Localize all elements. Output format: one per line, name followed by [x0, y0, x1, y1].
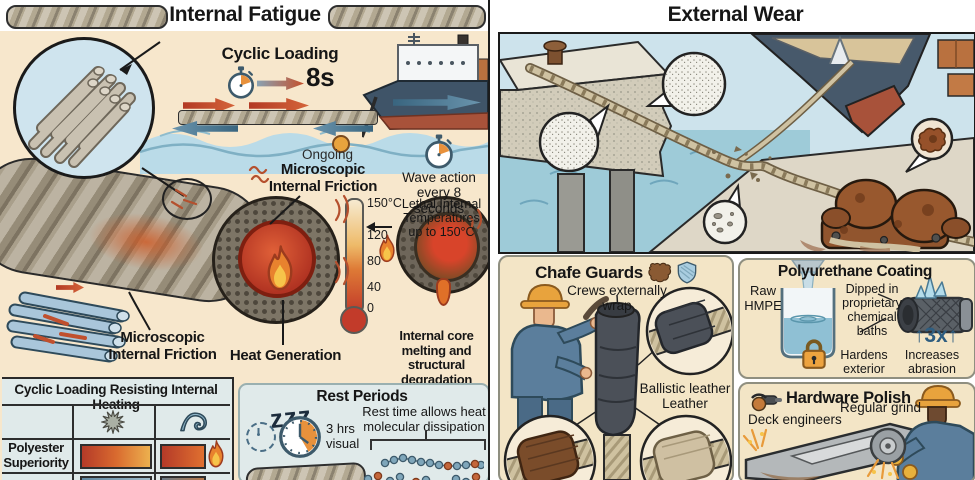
clock-icon — [278, 415, 322, 459]
heating-table-title: Cyclic Loading Resisting Internal Heatin… — [14, 382, 218, 413]
thermo-tick-120: 120 — [367, 228, 388, 242]
core-melting-label: Internal core melting and structural deg… — [399, 328, 474, 388]
heat-bar-wave — [160, 444, 206, 469]
flame-icon — [205, 440, 227, 469]
fiber-magnifier-circle — [13, 37, 155, 179]
rest-duration-label: 3 hrs visual — [326, 421, 360, 451]
friction-top-label: Microscopic Internal Friction — [268, 161, 378, 195]
table-row-label: Polyester Superiority — [3, 440, 69, 470]
rope-banner-left — [6, 5, 168, 29]
table-hline-3 — [2, 472, 230, 474]
multiplier-label: ↑3x↑ — [913, 324, 959, 347]
magnifier-circle-icon — [645, 51, 727, 117]
dashed-clock-icon — [246, 422, 276, 452]
molecule-chain-icon — [380, 453, 484, 471]
crystal-icon — [915, 275, 947, 299]
fiber-slip-arrow — [56, 282, 84, 293]
rope-banner-right — [328, 5, 486, 29]
chafe-guards-header: Chafe Guards — [500, 261, 732, 284]
hardware-polish-card: Hardware Polish Deck engineers Regular g… — [738, 382, 975, 480]
thermo-tick-150: 150°C — [367, 196, 402, 210]
magnifier-circle-icon — [702, 182, 748, 245]
table-hline-1 — [2, 404, 230, 406]
table-hline-2 — [2, 438, 230, 440]
molecule-chain-2-icon — [363, 471, 481, 480]
table-vline-2 — [154, 404, 156, 480]
dock-scene — [498, 32, 975, 254]
dip-label: Dipped in proprietary chemical baths — [842, 282, 902, 339]
external-wear-panel: External Wear — [496, 0, 975, 480]
hardware-polish-illustration — [742, 384, 974, 480]
heat-bar-row2-wave — [160, 476, 206, 480]
deck-engineers-label: Deck engineers — [748, 412, 842, 427]
hardens-label: Hardens exterior — [840, 348, 888, 377]
internal-fatigue-panel: Internal Fatigue — [0, 0, 490, 480]
polyurethane-title: Polyurethane Coating — [777, 263, 933, 280]
chafe-guards-illustration — [503, 283, 732, 480]
dock-scene-illustration — [500, 34, 974, 252]
thermo-tick-80: 80 — [367, 254, 381, 268]
right-title: External Wear — [667, 3, 804, 26]
thermometer-bulb — [340, 306, 368, 334]
cycle-period-value: 8s — [306, 62, 335, 92]
friction-bottom-label: Microscopic Internal Friction — [108, 329, 217, 363]
padlock-icon — [800, 338, 828, 370]
loaded-rope-segment — [178, 110, 378, 125]
table-vline-1 — [72, 404, 74, 480]
resting-rope-illustration — [245, 461, 367, 480]
heating-table-panel: Cyclic Loading Resisting Internal Heatin… — [2, 377, 234, 480]
cyclic-loading-heading: Cyclic Loading — [221, 44, 339, 63]
chafe-guards-card: Chafe Guards Crews externally wrap Balli… — [498, 255, 734, 480]
sun-starburst-icon — [100, 409, 126, 435]
polyurethane-card: Polyurethane Coating Raw HMPE Dipped in … — [738, 258, 975, 379]
melt-drip — [436, 278, 451, 306]
rest-periods-title: Rest Periods — [316, 388, 408, 405]
bracket-stem — [425, 431, 427, 439]
magnifier-circle-icon — [538, 103, 610, 173]
raw-hmpe-label: Raw HMPE — [744, 283, 782, 313]
quay-bollard — [543, 40, 567, 65]
thermo-tick-0: 0 — [367, 301, 374, 315]
ballistic-leather-label: Ballistic leather Leather — [639, 381, 731, 412]
mooring-buoy — [332, 135, 350, 153]
blue-fiber-bundle-illustration — [6, 291, 130, 363]
angle-grinder-icon — [751, 393, 782, 412]
heat-bar-row2-sun — [80, 476, 152, 480]
magnifier-circle-icon — [905, 117, 954, 173]
rest-periods-panel: Rest Periods zzz 3 hrs visual Rest time … — [238, 383, 488, 480]
heat-bar-sun — [80, 444, 152, 469]
internal-fatigue-banner: Internal Fatigue — [0, 0, 488, 31]
chafe-guards-title: Chafe Guards — [535, 262, 643, 282]
dissipation-label: Rest time allows heat molecular dissipat… — [362, 404, 486, 434]
heat-generation-label: Heat Generation — [229, 347, 342, 364]
wave-action-label: Wave action every 8 seconds — [402, 170, 476, 216]
crews-wrap-label: Crews externally wrap — [567, 283, 667, 314]
ongoing-label: Ongoing — [301, 147, 354, 162]
hardware-polish-title: Hardware Polish — [786, 389, 911, 407]
bracket — [370, 439, 486, 450]
shield-icon — [677, 261, 697, 284]
abrasion-label: Increases abrasion resistance by 300% — [895, 348, 969, 377]
left-title: Internal Fatigue — [169, 3, 321, 26]
left-panel-leader-lines — [119, 41, 483, 345]
fiber-bundle-illustration — [28, 66, 136, 168]
thermo-tick-40: 40 — [367, 280, 381, 294]
wave-icon — [180, 409, 208, 433]
leather-hide-icon — [648, 262, 672, 283]
regular-grind-label: Regular grind — [840, 400, 922, 415]
rope-damage-callout-circle — [162, 178, 212, 220]
lethal-temp-label: Lethal Internal Temperatures up to 150°C — [401, 197, 482, 240]
